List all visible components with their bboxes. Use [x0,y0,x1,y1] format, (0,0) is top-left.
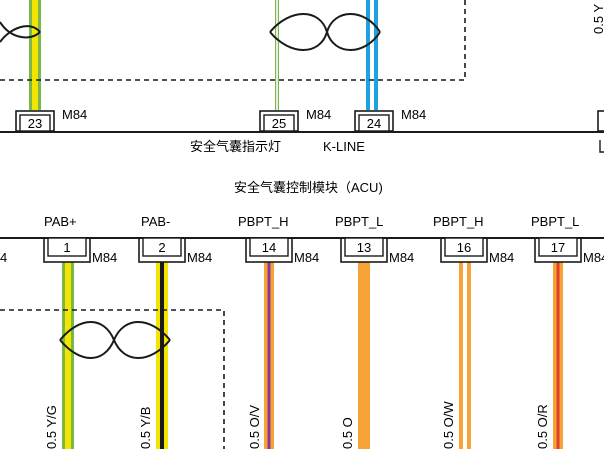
wire-spec-pin-17: 0.5 O/R [535,404,550,449]
top-wire-pin-24 [366,0,378,110]
connector-id: M84 [187,250,212,265]
connector-id: M84 [489,250,514,265]
signal-label-pbpt-h-16: PBPT_H [433,214,484,229]
pin-number: 24 [367,116,381,131]
signal-label-pab-plus: PAB+ [44,214,77,229]
pin-number: 1 [63,240,70,255]
pin-box-partial [597,110,604,132]
shield-dashed-top [0,0,466,81]
top-wire-pin-23 [29,0,41,110]
twist-symbol-top [269,13,381,51]
connector-id: M84 [389,250,414,265]
bottom-connector-1: 1 M84 [43,237,117,265]
wire-stripe [160,262,164,449]
wire-pin-16 [459,262,471,449]
signal-label-pbpt-h-14: PBPT_H [238,214,289,229]
connector-id: M84 [294,250,319,265]
connector-id: M84 [62,107,87,122]
caption-partial-right [599,140,604,153]
twist-symbol-left-b [0,25,41,43]
wire-spec-pin-16: 0.5 O/W [441,401,456,449]
wire-core [358,262,370,449]
pin-box-inner [538,237,578,257]
caption-k-line: K-LINE [323,139,365,154]
wire-pin-13 [358,262,370,449]
top-connector-25: 25 M84 [259,107,331,132]
pin-number: 25 [272,116,286,131]
left-edge-fragment: 4 [0,250,7,265]
pin-box-inner [444,237,484,257]
bottom-connector-17: 17 M84 [534,237,604,265]
wire-stripe [65,262,71,449]
bottom-section: 4 PAB+ PAB- PBPT_H PBPT_L PBPT_H PBPT_L [0,214,604,449]
signal-label-pbpt-l-13: PBPT_L [335,214,383,229]
wire-stripe [267,262,271,449]
connector-id: M84 [583,250,604,265]
top-connector-23: 23 M84 [15,107,87,132]
twist-symbol-bottom-b [59,321,171,359]
pin-number: 2 [158,240,165,255]
pin-number: 17 [551,240,565,255]
module-title: 安全气囊控制模块（ACU) [234,180,383,195]
wire-stripe [370,0,374,110]
signal-label-pab-minus: PAB- [141,214,170,229]
wire-spec-pin-13: 0.5 O [340,417,355,449]
twist-symbol-left [0,21,41,39]
top-wire-pin-25 [275,0,279,110]
wire-spec-pin-2: 0.5 Y/B [138,407,153,449]
caption-airbag-indicator: 安全气囊指示灯 [190,139,281,154]
shield-dashed-bottom [0,309,225,449]
bottom-connector-16: 16 M84 [440,237,514,265]
wire-pin-2 [156,262,168,449]
wire-stripe [32,0,38,110]
pin-box-inner [249,237,289,257]
bottom-connector-2: 2 M84 [138,237,212,265]
wire-stripe [463,262,467,449]
connector-id: M84 [306,107,331,122]
pin-box-inner [344,237,384,257]
bottom-connector-14: 14 M84 [245,237,319,265]
connector-id: M84 [401,107,426,122]
wire-pin-1 [62,262,74,449]
wire-pin-17 [553,262,563,449]
pin-box-inner [142,237,182,257]
top-connector-24: 24 M84 [354,107,426,132]
wire-pin-14 [264,262,274,449]
pin-number: 14 [262,240,276,255]
wire-spec-pin-14: 0.5 O/V [247,405,262,449]
pin-number: 16 [457,240,471,255]
right-edge-wire-label: 0.5 Y [591,4,604,34]
pin-number: 23 [28,116,42,131]
pin-number: 13 [357,240,371,255]
connector-id: M84 [92,250,117,265]
pin-box-inner [47,237,87,257]
top-section: 23 M84 25 M84 24 M84 0.5 Y 安全气囊指 [0,0,604,154]
twist-symbol-top-b [269,13,381,51]
bottom-connector-13: 13 M84 [340,237,414,265]
wire-spec-pin-1: 0.5 Y/G [44,405,59,449]
wire-stripe [556,262,560,449]
wire-stripe [276,0,278,110]
signal-label-pbpt-l-17: PBPT_L [531,214,579,229]
